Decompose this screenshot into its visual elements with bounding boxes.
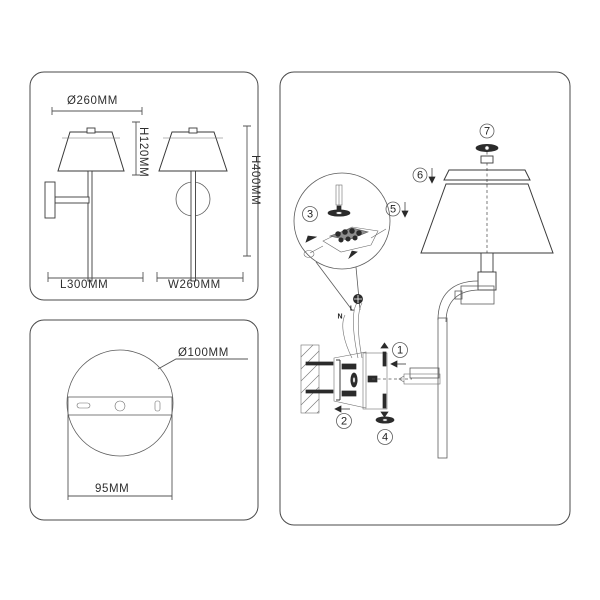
dim-label-shade-diameter: Ø260MM xyxy=(67,95,118,107)
front-view-finial xyxy=(188,127,198,134)
callout-6-arrow xyxy=(428,168,436,184)
dimension-plate-diameter: Ø100MM xyxy=(157,347,248,370)
wall-screw-upper xyxy=(305,361,334,366)
dimension-shade-height: H120MM xyxy=(132,121,149,177)
bracket-arrow-lower xyxy=(341,390,357,397)
dimension-projection-length: L300MM xyxy=(47,272,144,291)
callout-4-label: 4 xyxy=(382,432,388,444)
base-plate-circle xyxy=(66,349,174,457)
panel-assembly-border xyxy=(279,71,571,526)
side-view-wall-plate xyxy=(44,181,56,219)
callout-5-arrow xyxy=(401,202,409,218)
lamp-head-collar xyxy=(454,290,463,300)
terminal-block-icon xyxy=(303,226,387,260)
part-arm-screw: 1 xyxy=(372,342,441,418)
part-lamp-arm xyxy=(409,252,497,459)
horizontal-connector xyxy=(409,367,440,379)
side-view xyxy=(44,127,125,282)
front-view-rod xyxy=(190,170,196,282)
socket-body xyxy=(480,252,494,273)
callout-5-label: 5 xyxy=(390,204,396,216)
arm-screw-bottom-arrow xyxy=(380,393,389,418)
bracket-arrow-upper xyxy=(341,363,357,370)
callout-1-circle xyxy=(392,342,408,358)
callout-6-circle xyxy=(412,167,428,183)
dimension-total-height: H400MM xyxy=(243,125,261,257)
detail-bubble-terminal-block: 3 xyxy=(293,172,391,311)
arm-screw-top-arrow xyxy=(380,342,389,367)
arm-screw-body xyxy=(403,373,441,385)
callout-6-label: 6 xyxy=(417,170,423,182)
lamp-shade-shape xyxy=(420,183,554,254)
wire-live xyxy=(357,302,363,359)
dimension-shade-diameter: Ø260MM xyxy=(51,95,143,115)
panel-assembly: 7 6 5 xyxy=(279,71,571,526)
dimension-bracket-width: 95MM xyxy=(67,415,173,500)
part-lamp-shade: 5 xyxy=(385,183,554,254)
callout-2-label: 2 xyxy=(341,416,347,428)
callout-3-circle xyxy=(302,206,318,222)
panel-dimensions-border xyxy=(29,71,259,301)
side-view-rod xyxy=(87,170,93,282)
shade-top-ring-shape xyxy=(443,169,531,181)
bracket-slot-right xyxy=(154,400,161,412)
wall-screws xyxy=(305,361,334,394)
panel-base-plate: Ø100MM 95MM xyxy=(29,319,259,521)
dim-label-overall-width: W260MM xyxy=(168,279,221,291)
callout-1-label: 1 xyxy=(397,345,403,357)
callout-1-arrow xyxy=(390,360,406,368)
side-view-arm xyxy=(54,196,90,204)
panel-dimensions: Ø260MM H120MM xyxy=(29,71,261,301)
side-view-finial xyxy=(86,127,96,134)
wire-earth xyxy=(353,302,359,359)
part-cover-screw: 4 xyxy=(375,416,395,445)
callout-4-circle xyxy=(377,429,393,445)
callout-3-label: 3 xyxy=(307,209,313,221)
callout-7-circle xyxy=(479,123,495,139)
part-finial: 7 xyxy=(475,123,499,164)
arm-curve-outer xyxy=(437,280,479,321)
wall-screw-lower xyxy=(305,389,334,394)
wire-label-neutral: N xyxy=(337,314,342,321)
dim-label-bracket-width: 95MM xyxy=(95,483,129,495)
socket-knuckle xyxy=(477,271,497,291)
callout-7-label: 7 xyxy=(484,126,490,138)
front-view xyxy=(158,127,228,282)
wire-label-live: L xyxy=(350,306,355,313)
panel-base-plate-border xyxy=(29,319,259,521)
front-view-shade xyxy=(158,131,228,172)
bracket-slot-left xyxy=(76,402,91,409)
callout-5-circle xyxy=(385,201,401,217)
dim-label-projection-length: L300MM xyxy=(60,279,108,291)
vertical-rod xyxy=(437,317,448,459)
dimension-overall-width: W260MM xyxy=(156,272,244,291)
callout-2-arrow xyxy=(334,405,350,413)
finial-collar xyxy=(480,155,494,164)
bracket-plate-iso xyxy=(333,351,367,409)
dim-label-shade-height: H120MM xyxy=(137,127,149,177)
lamp-head-box xyxy=(460,285,495,305)
wall-face xyxy=(300,344,320,414)
wiring: L N xyxy=(337,294,363,359)
mounting-bracket xyxy=(67,396,173,416)
dim-label-total-height: H400MM xyxy=(249,155,261,205)
side-view-shade xyxy=(57,131,125,172)
bracket-box xyxy=(362,352,388,410)
bracket-center-hole xyxy=(114,400,126,412)
wire-neutral xyxy=(342,314,353,359)
bracket-plate-front xyxy=(336,359,341,401)
callout-2-circle xyxy=(336,413,352,429)
detail-bubble-circle xyxy=(293,172,391,270)
finial-center-hole xyxy=(484,145,490,151)
dim-label-plate-diameter: Ø100MM xyxy=(178,347,229,359)
part-shade-top-ring: 6 xyxy=(412,167,531,184)
